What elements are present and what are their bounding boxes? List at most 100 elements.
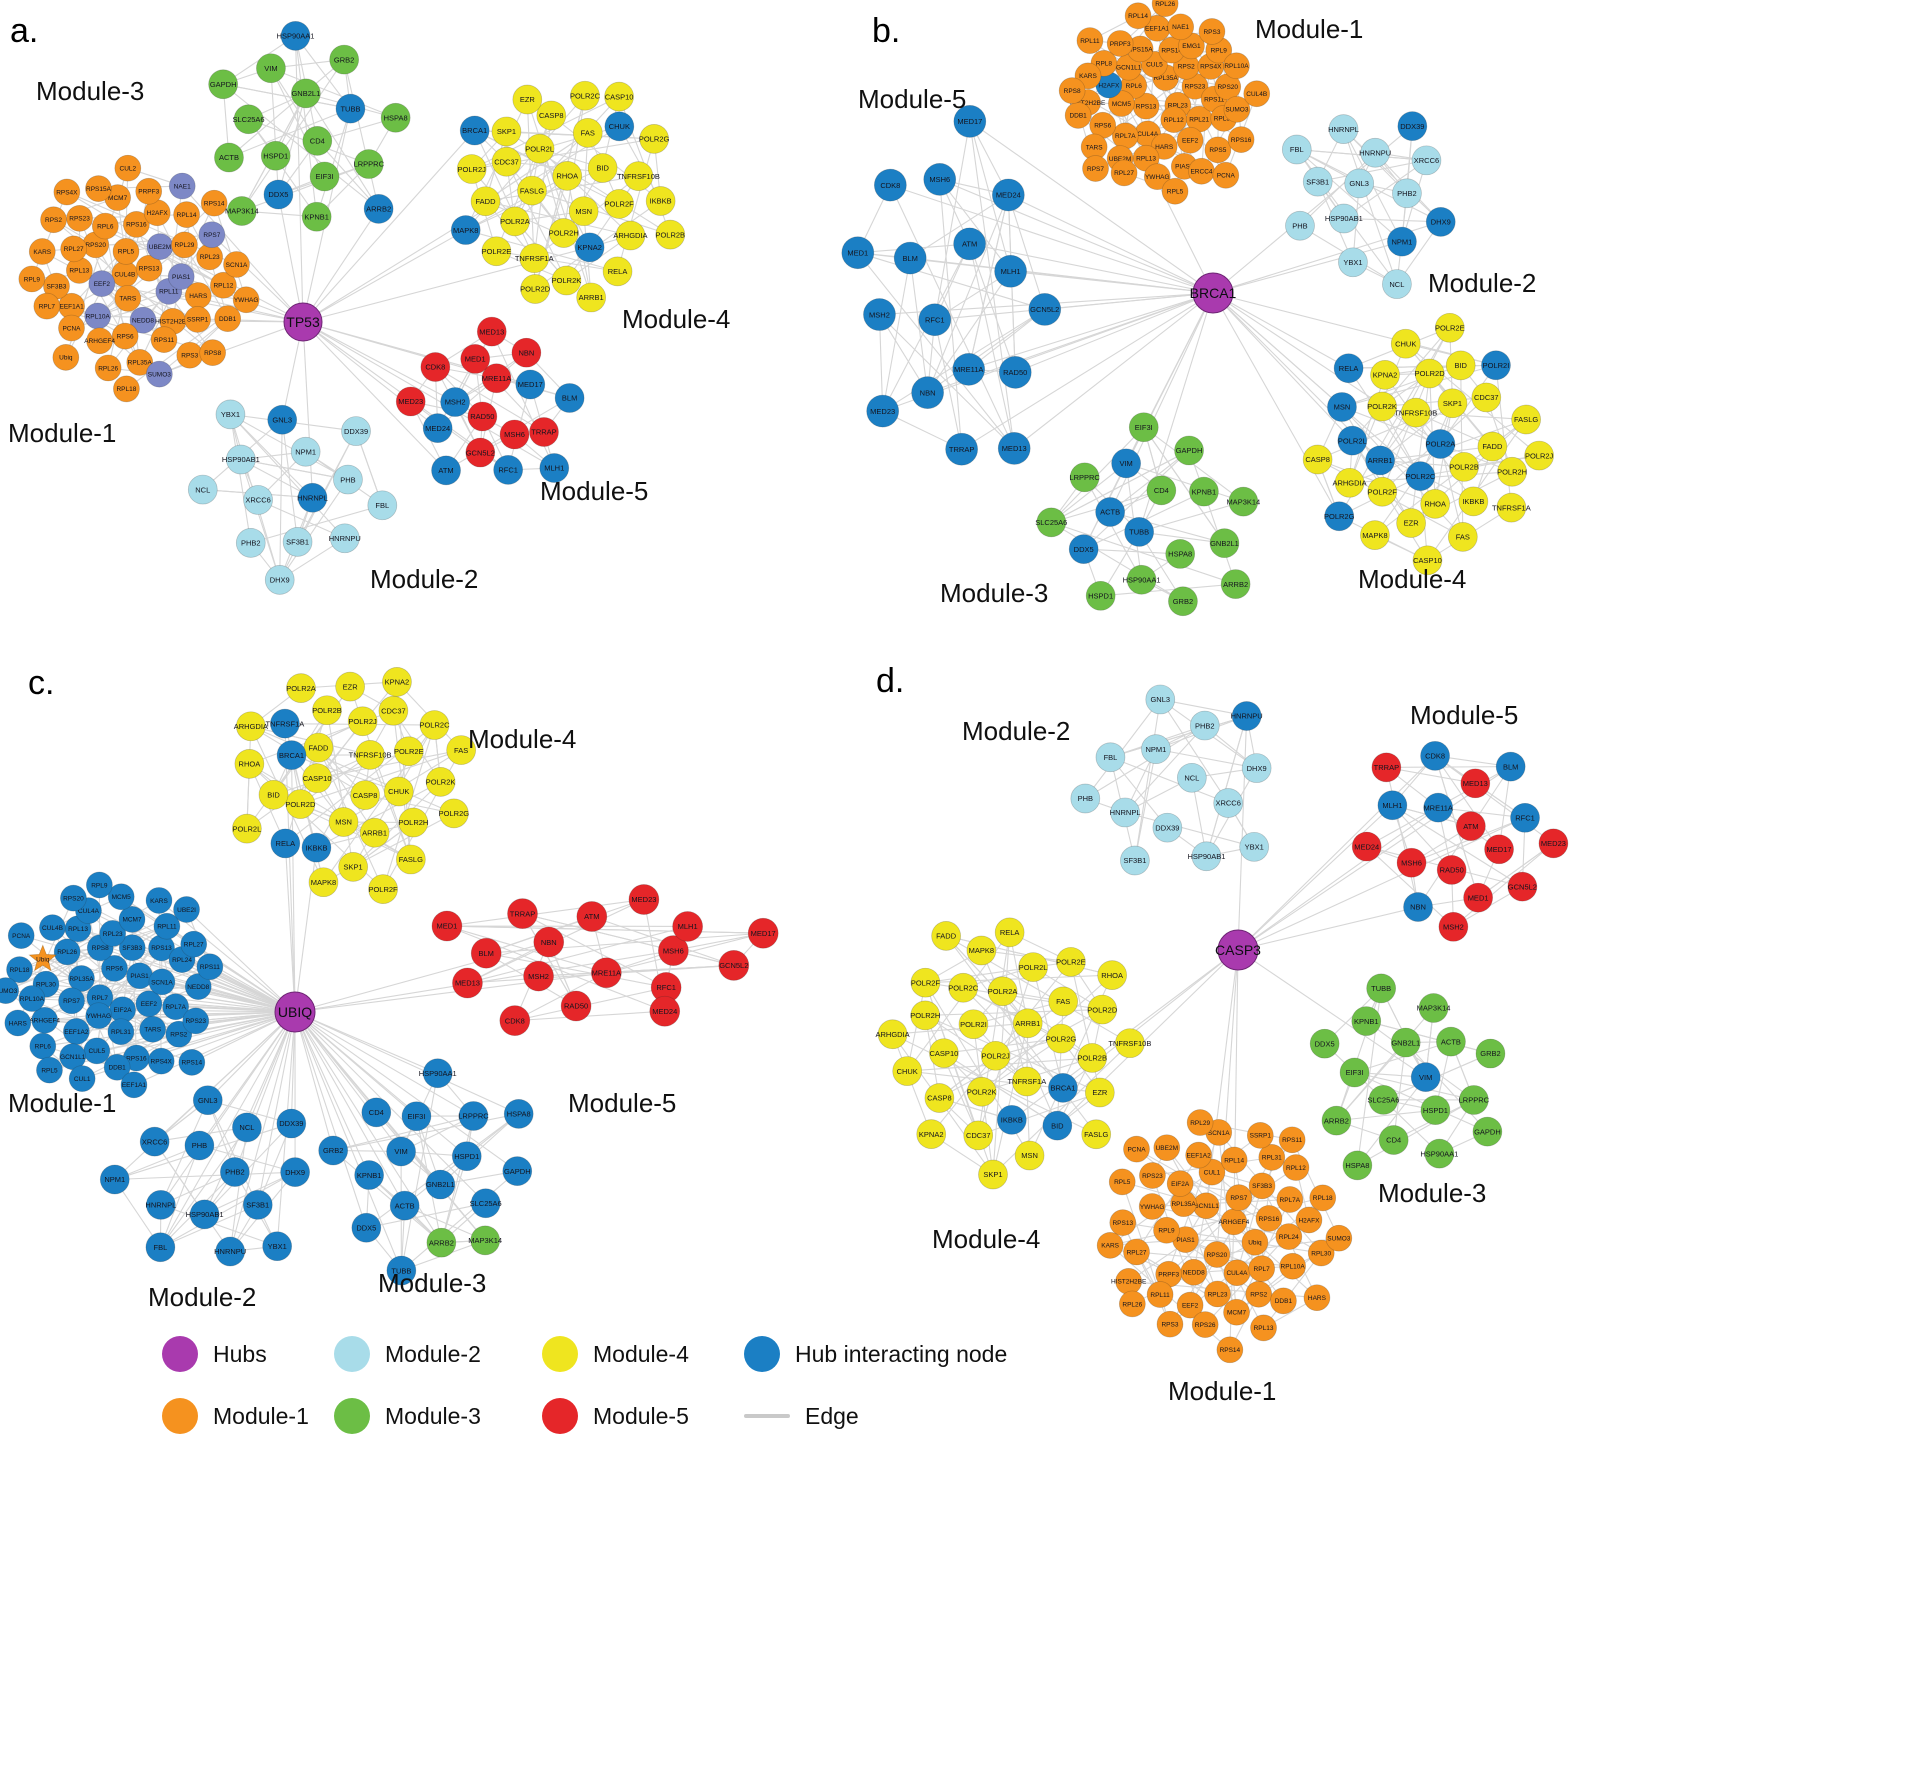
gene-node[interactable]: CASP10	[604, 81, 634, 112]
gene-node[interactable]: CHUK	[1390, 328, 1421, 359]
gene-node[interactable]: ARRB2	[1321, 1105, 1352, 1136]
gene-node[interactable]: RPL11	[1146, 1281, 1174, 1308]
gene-node[interactable]: POLR2C	[419, 710, 450, 740]
gene-node[interactable]: TUBB	[1124, 517, 1154, 547]
gene-node[interactable]: POLR2D	[1087, 994, 1118, 1025]
gene-node[interactable]: KPNA2	[1370, 360, 1400, 390]
gene-node[interactable]: MAPK8	[1360, 520, 1390, 550]
gene-node[interactable]: POLR2J	[456, 154, 487, 184]
gene-node[interactable]: SSRP1	[184, 306, 211, 333]
gene-node[interactable]: POLR2L	[232, 813, 262, 844]
gene-node[interactable]: YWHAG	[1138, 1193, 1166, 1220]
gene-node[interactable]: ARHGEF4	[1218, 1208, 1250, 1236]
gene-node[interactable]: TRRAP	[1371, 752, 1402, 783]
gene-node[interactable]: PCNA	[1123, 1135, 1150, 1163]
gene-node[interactable]: BRCA1	[459, 115, 490, 146]
gene-node[interactable]: POLR2H	[1497, 456, 1527, 487]
gene-node[interactable]: CD4	[1146, 475, 1177, 506]
gene-node[interactable]: UBE2M	[146, 233, 174, 260]
gene-node[interactable]: POLR2A	[1425, 429, 1456, 459]
gene-node[interactable]: RPL10A	[18, 985, 46, 1012]
gene-node[interactable]: RPL26	[1151, 0, 1179, 17]
gene-node[interactable]: ACTB	[214, 142, 244, 173]
gene-node[interactable]: SF3B1	[282, 527, 313, 557]
gene-node[interactable]: RHOA	[552, 161, 583, 191]
gene-node[interactable]: MED23	[395, 386, 426, 417]
gene-node[interactable]: TARS	[139, 1015, 167, 1043]
gene-node[interactable]: POLR2K	[1367, 391, 1397, 422]
hub-node-casp3[interactable]: CASP3	[1215, 929, 1261, 971]
gene-node[interactable]: YWHAG	[232, 286, 260, 314]
gene-node[interactable]: NBN	[911, 376, 944, 409]
gene-node[interactable]: DDX39	[276, 1108, 307, 1139]
gene-node[interactable]: MED23	[628, 884, 660, 915]
gene-node[interactable]: DHX9	[264, 564, 295, 595]
gene-node[interactable]: RPS8	[199, 339, 226, 366]
gene-node[interactable]: RPS5	[1204, 136, 1232, 164]
gene-node[interactable]: GRB2	[318, 1135, 349, 1166]
gene-node[interactable]: BRCA1	[1048, 1073, 1078, 1103]
gene-node[interactable]: DDX39	[1397, 111, 1428, 141]
gene-node[interactable]: HSPD1	[451, 1141, 482, 1172]
gene-node[interactable]: ARHGEF4	[84, 327, 115, 355]
gene-node[interactable]: NCL	[232, 1112, 262, 1143]
gene-node[interactable]: RAD50	[1436, 855, 1467, 885]
gene-node[interactable]: DHX9	[1425, 206, 1456, 237]
gene-node[interactable]: SF3B1	[242, 1189, 273, 1220]
gene-node[interactable]: RFC1	[493, 455, 523, 485]
gene-node[interactable]: RPL14	[1124, 2, 1152, 30]
gene-node[interactable]: POLR2C	[570, 80, 601, 111]
gene-node[interactable]: MCM7	[118, 906, 146, 933]
gene-node[interactable]: RPS14	[1216, 1336, 1244, 1364]
gene-node[interactable]: EIF3I	[401, 1101, 432, 1132]
gene-node[interactable]: GRB2	[1168, 586, 1198, 617]
gene-node[interactable]: PCNA	[58, 314, 85, 342]
gene-node[interactable]: CHUK	[604, 111, 635, 142]
gene-node[interactable]: HSPA8	[503, 1099, 534, 1129]
gene-node[interactable]: ATM	[576, 901, 608, 932]
gene-node[interactable]: NPM1	[99, 1164, 130, 1195]
gene-node[interactable]: EEF1A2	[1185, 1141, 1213, 1169]
gene-node[interactable]: PHB	[1070, 783, 1101, 814]
gene-node[interactable]: KARS	[145, 887, 173, 914]
gene-node[interactable]: POLR2L	[1337, 425, 1368, 456]
gene-node[interactable]: HNRNPL	[297, 482, 328, 513]
gene-node[interactable]: GAPDH	[502, 1156, 533, 1186]
gene-node[interactable]: FBL	[1095, 742, 1126, 773]
gene-node[interactable]: DDX5	[351, 1212, 382, 1243]
gene-node[interactable]: IKBKB	[996, 1104, 1027, 1135]
gene-node[interactable]: EEF1A1	[120, 1071, 148, 1099]
gene-node[interactable]: POLR2G	[1046, 1023, 1077, 1054]
gene-node[interactable]: SLC25A6	[1035, 507, 1067, 538]
gene-node[interactable]: VIM	[386, 1136, 416, 1167]
gene-node[interactable]: RELA	[994, 917, 1025, 948]
gene-node[interactable]: H2AFX	[1295, 1206, 1323, 1234]
gene-node[interactable]: RPS3	[176, 341, 204, 369]
gene-node[interactable]: RPL29	[171, 231, 198, 259]
gene-node[interactable]: Ubiq	[52, 344, 80, 371]
gene-node[interactable]: CUL5	[83, 1037, 111, 1065]
gene-node[interactable]: POLR2C	[1405, 461, 1436, 491]
gene-node[interactable]: ARHGDIA	[875, 1019, 910, 1050]
gene-node[interactable]: RHOA	[1420, 489, 1451, 519]
gene-node[interactable]: POLR2B	[312, 695, 342, 726]
gene-node[interactable]: MSH6	[1396, 847, 1427, 878]
gene-node[interactable]: MSN	[328, 807, 359, 837]
gene-node[interactable]: DDX5	[1309, 1028, 1340, 1059]
gene-node[interactable]: CDC37	[1471, 382, 1502, 413]
gene-node[interactable]: RPL27	[1110, 159, 1138, 187]
gene-node[interactable]: PHB2	[220, 1157, 250, 1187]
gene-node[interactable]: RPS16	[1227, 126, 1255, 153]
gene-node[interactable]: TNFRSF1A	[266, 708, 305, 739]
gene-node[interactable]: KPNA2	[382, 666, 412, 697]
gene-node[interactable]: LRPPRC	[1459, 1085, 1490, 1115]
gene-node[interactable]: POLR2C	[948, 972, 979, 1003]
gene-node[interactable]: RPS23	[1139, 1162, 1166, 1189]
gene-node[interactable]: MSH6	[923, 163, 957, 196]
gene-node[interactable]: MED13	[997, 432, 1031, 465]
gene-node[interactable]: POLR2A	[500, 206, 530, 237]
gene-node[interactable]: SCN1A	[148, 968, 176, 996]
gene-node[interactable]: FADD	[1477, 431, 1508, 462]
gene-node[interactable]: FASLG	[517, 175, 547, 206]
gene-node[interactable]: RPL31	[107, 1018, 135, 1046]
